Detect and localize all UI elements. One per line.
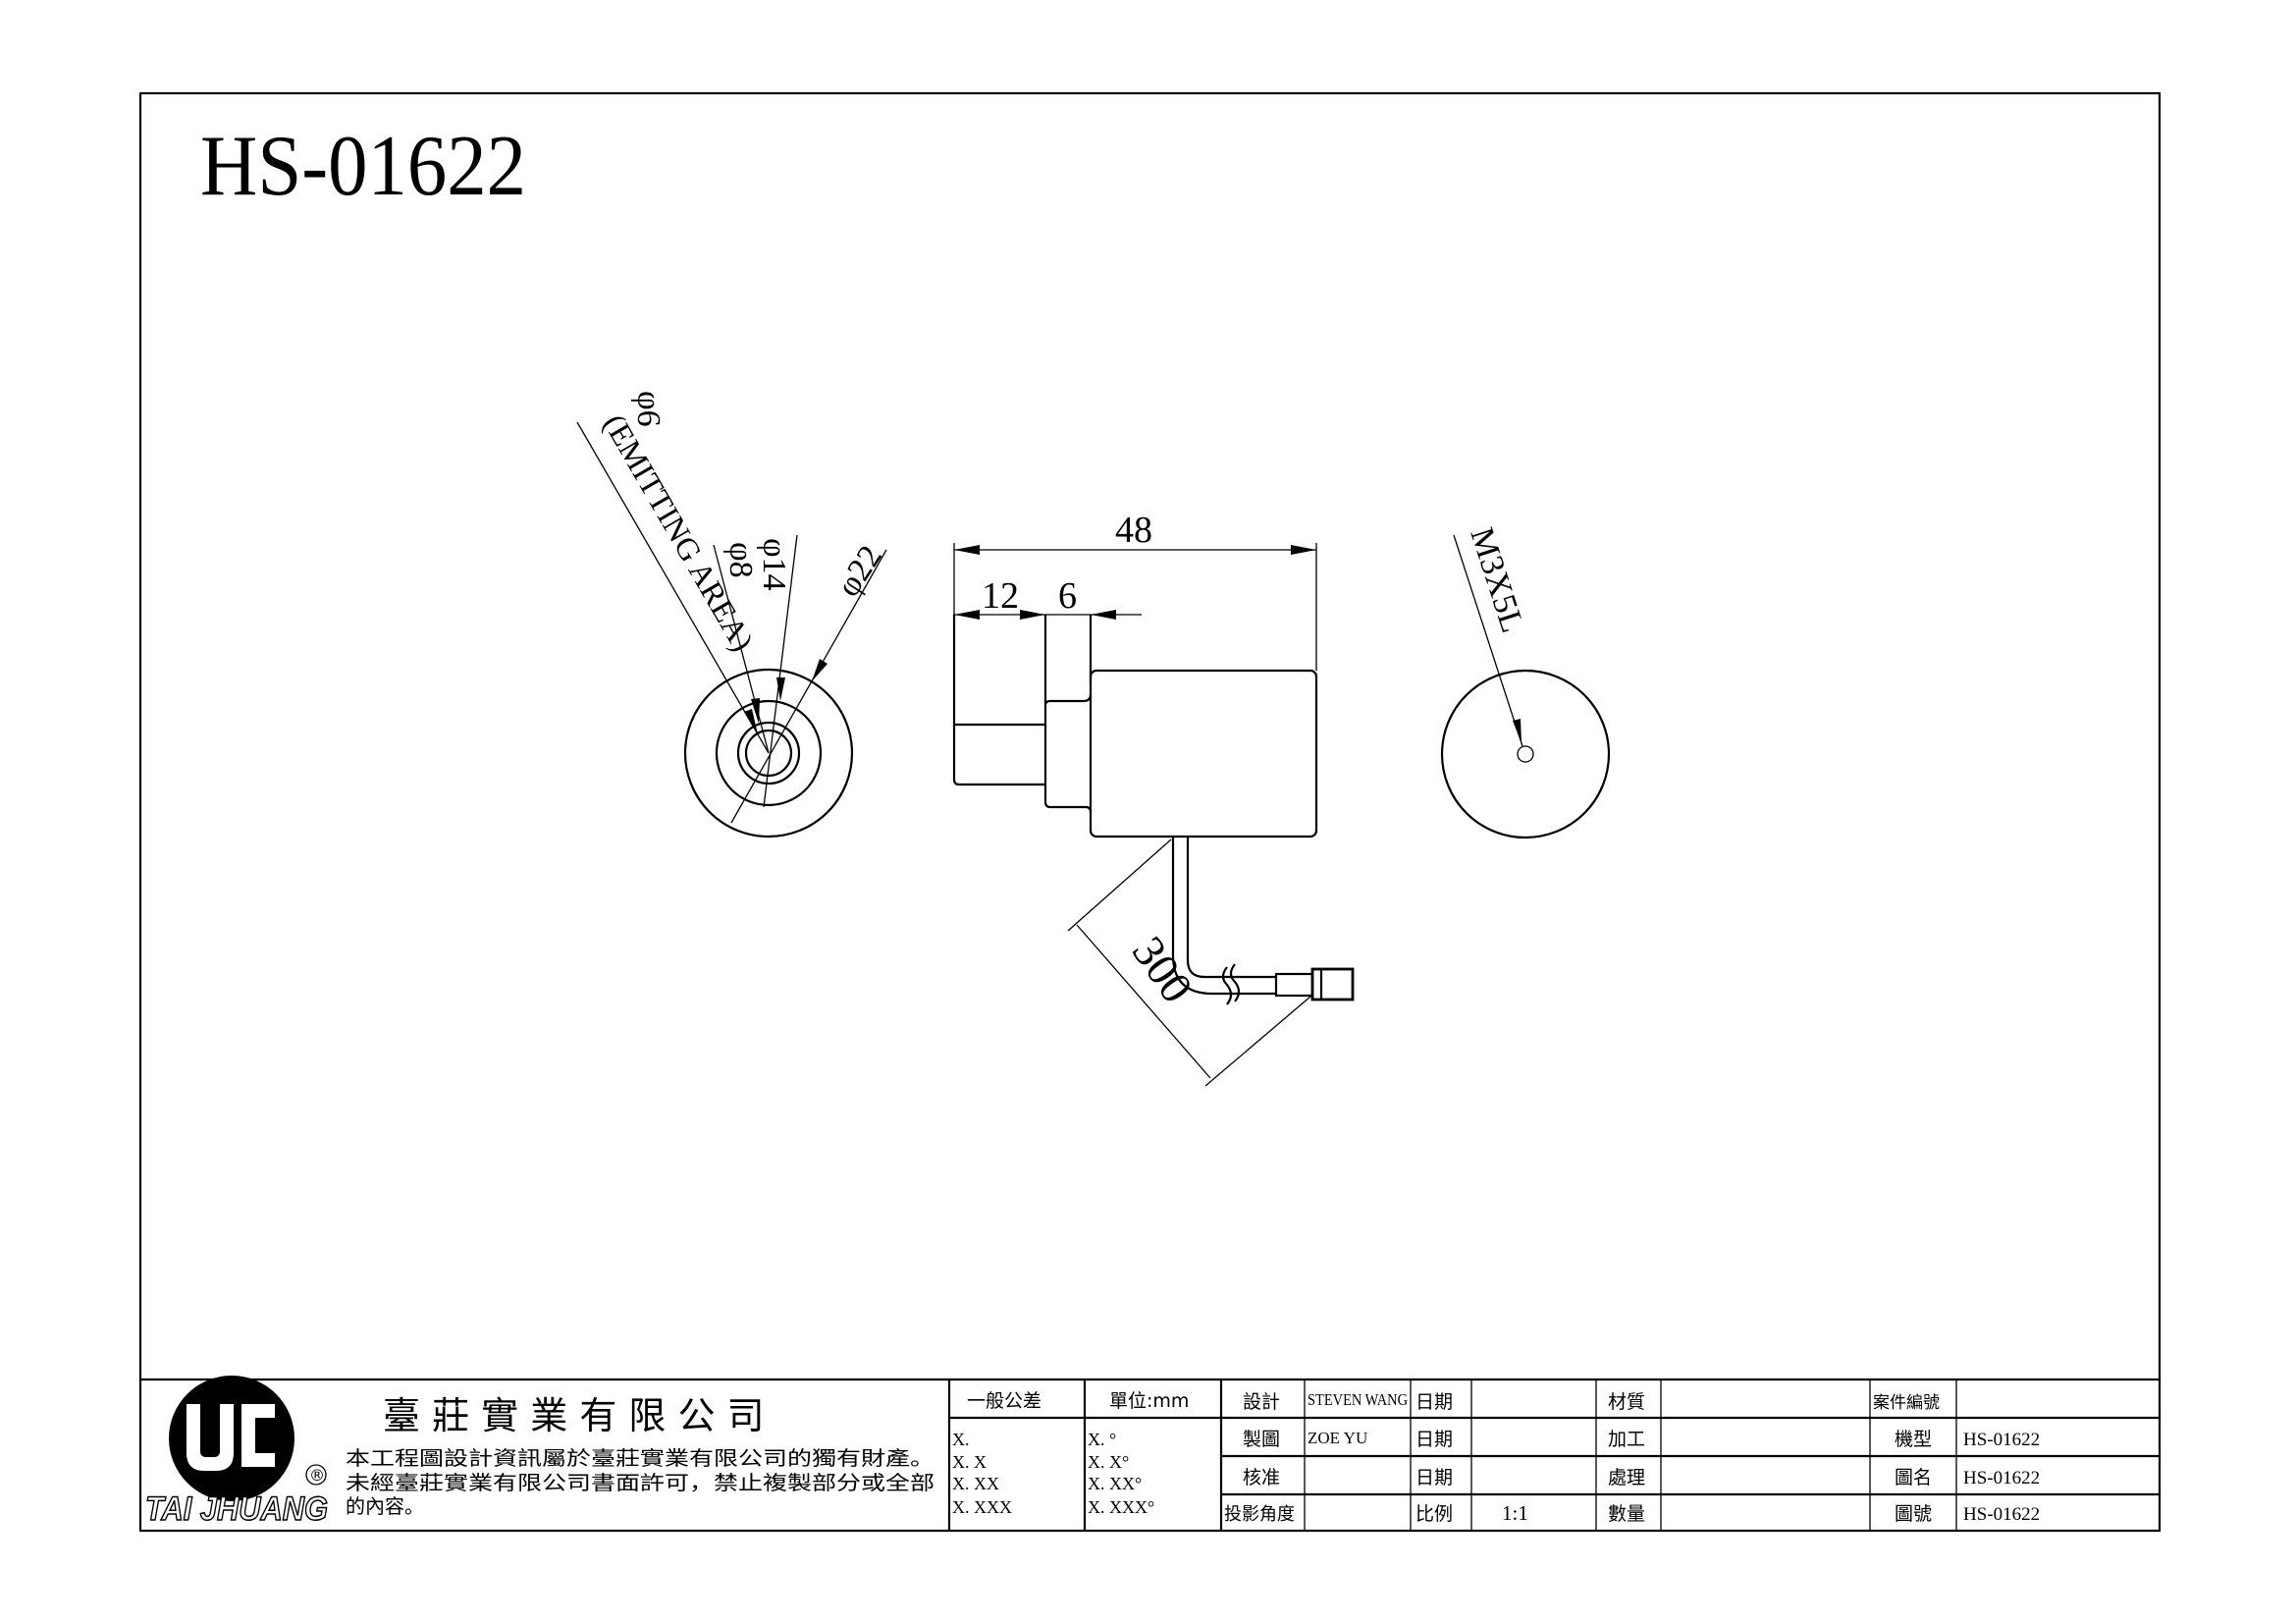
unit-header: 單位:mm xyxy=(1109,1390,1189,1412)
cell-value: ZOE YU xyxy=(1308,1429,1367,1447)
tolerance-header: 一般公差 xyxy=(967,1390,1041,1412)
leader-d22 xyxy=(730,549,887,824)
main-body xyxy=(1089,669,1318,839)
arrow-12-right xyxy=(1020,610,1045,620)
cell-label: 投影角度 xyxy=(1224,1504,1295,1525)
arrow-12-left xyxy=(954,610,980,620)
cell-id-value: HS-01622 xyxy=(1963,1468,2040,1488)
drawing-title: HS-01622 xyxy=(200,119,526,214)
label-emitting-area: (EMITTING AREA) xyxy=(597,408,761,658)
connector-sleeve xyxy=(1274,972,1314,998)
flange-body xyxy=(952,615,1045,786)
company-name: 臺 莊 實 業 有 限 公 司 xyxy=(383,1394,765,1437)
arrow-d22 xyxy=(812,659,828,681)
label-d6: φ6 xyxy=(630,391,667,427)
dim-line-300 xyxy=(1076,924,1211,1079)
label-6: 6 xyxy=(1058,575,1077,617)
cable xyxy=(1171,837,1276,996)
arrow-d8 xyxy=(751,698,760,724)
cell-date-label: 日期 xyxy=(1415,1467,1453,1488)
cell-id-label: 圖號 xyxy=(1895,1503,1932,1525)
rear-view: M3X5L xyxy=(1440,523,1611,839)
arrow-d6 xyxy=(744,709,758,734)
connector-head xyxy=(1310,967,1355,1001)
company-logo: TAI JHUANG ® xyxy=(144,1376,329,1529)
disclaimer-line-2: 未經臺莊實業有限公司書面許可，禁止複製部分或全部 xyxy=(346,1471,934,1494)
cell-label: 核准 xyxy=(1243,1467,1280,1488)
leader-d8 xyxy=(713,544,770,754)
cell-id-value: HS-01622 xyxy=(1963,1430,2040,1450)
circle-d14 xyxy=(715,699,823,807)
logo-text: TAI JHUANG xyxy=(145,1490,328,1528)
disclaimer-line-3: 的內容。 xyxy=(346,1494,424,1518)
registered-mark: ® xyxy=(309,1466,325,1485)
leader-d14 xyxy=(763,534,798,808)
tol-linear-1: X. X xyxy=(952,1452,987,1472)
cell-prop-label: 材質 xyxy=(1608,1391,1645,1413)
arrow-48-right xyxy=(1291,545,1316,555)
disclaimer-line-1: 本工程圖設計資訊屬於臺莊實業有限公司的獨有財產。 xyxy=(346,1446,934,1470)
label-12: 12 xyxy=(982,575,1019,617)
cell-id-label: 機型 xyxy=(1895,1429,1932,1450)
tol-angular-3: X. XXX° xyxy=(1088,1497,1154,1517)
arrow-d14 xyxy=(776,677,785,701)
leader-m3 xyxy=(1453,534,1523,747)
tol-linear-0: X. xyxy=(952,1430,970,1449)
ext-line-300-a xyxy=(1067,839,1172,932)
cell-label: 設計 xyxy=(1243,1391,1280,1413)
tol-angular-0: X. ° xyxy=(1088,1430,1116,1449)
cell-prop-label: 數量 xyxy=(1608,1503,1645,1525)
label-d14: φ14 xyxy=(756,538,792,591)
tol-angular-1: X. X° xyxy=(1088,1452,1129,1472)
circle-d8 xyxy=(736,721,801,785)
cell-prop-label: 處理 xyxy=(1608,1467,1645,1488)
drawing-border xyxy=(138,91,2162,1533)
outer-circle-d22 xyxy=(683,668,854,839)
label-d8: φ8 xyxy=(722,542,759,578)
cell-label: 製圖 xyxy=(1243,1429,1280,1450)
label-48: 48 xyxy=(1115,510,1152,551)
arrow-48-left xyxy=(954,545,980,555)
arrow-m3 xyxy=(1513,719,1522,743)
ext-line-300-b xyxy=(1204,996,1311,1087)
tol-angular-2: X. XX° xyxy=(1088,1474,1142,1493)
cell-id-value: HS-01622 xyxy=(1963,1504,2040,1525)
cell-date-label: 比例 xyxy=(1415,1503,1453,1525)
tol-linear-2: X. XX xyxy=(952,1474,999,1493)
step-body xyxy=(1043,615,1093,813)
front-view: φ6 (EMITTING AREA) φ8 φ14 φ22 xyxy=(576,391,889,839)
thread-hole xyxy=(1517,745,1534,763)
cell-id-label: 圖名 xyxy=(1895,1467,1932,1488)
cell-date: 1:1 xyxy=(1502,1501,1528,1525)
leader-d6 xyxy=(576,421,770,754)
cell-date-label: 日期 xyxy=(1415,1391,1453,1413)
label-d22: φ22 xyxy=(830,539,889,603)
arrow-6-right xyxy=(1091,610,1116,620)
cell-date-label: 日期 xyxy=(1415,1429,1453,1450)
title-block: TAI JHUANG ® 臺 莊 實 業 有 限 公 司 本工程圖設計資訊屬於臺… xyxy=(140,1376,2160,1531)
rear-circle xyxy=(1440,669,1611,839)
cell-id-label: 案件編號 xyxy=(1873,1393,1940,1413)
label-m3x5l: M3X5L xyxy=(1463,523,1530,637)
circle-d6 xyxy=(744,729,793,778)
tol-linear-3: X. XXX xyxy=(952,1497,1012,1517)
cable-break-mark xyxy=(1221,963,1241,1005)
cell-prop-label: 加工 xyxy=(1608,1429,1645,1450)
cell-value: STEVEN WANG xyxy=(1308,1390,1408,1409)
side-view: 48 12 6 300 xyxy=(952,510,1355,1087)
label-300: 300 xyxy=(1123,927,1202,1011)
